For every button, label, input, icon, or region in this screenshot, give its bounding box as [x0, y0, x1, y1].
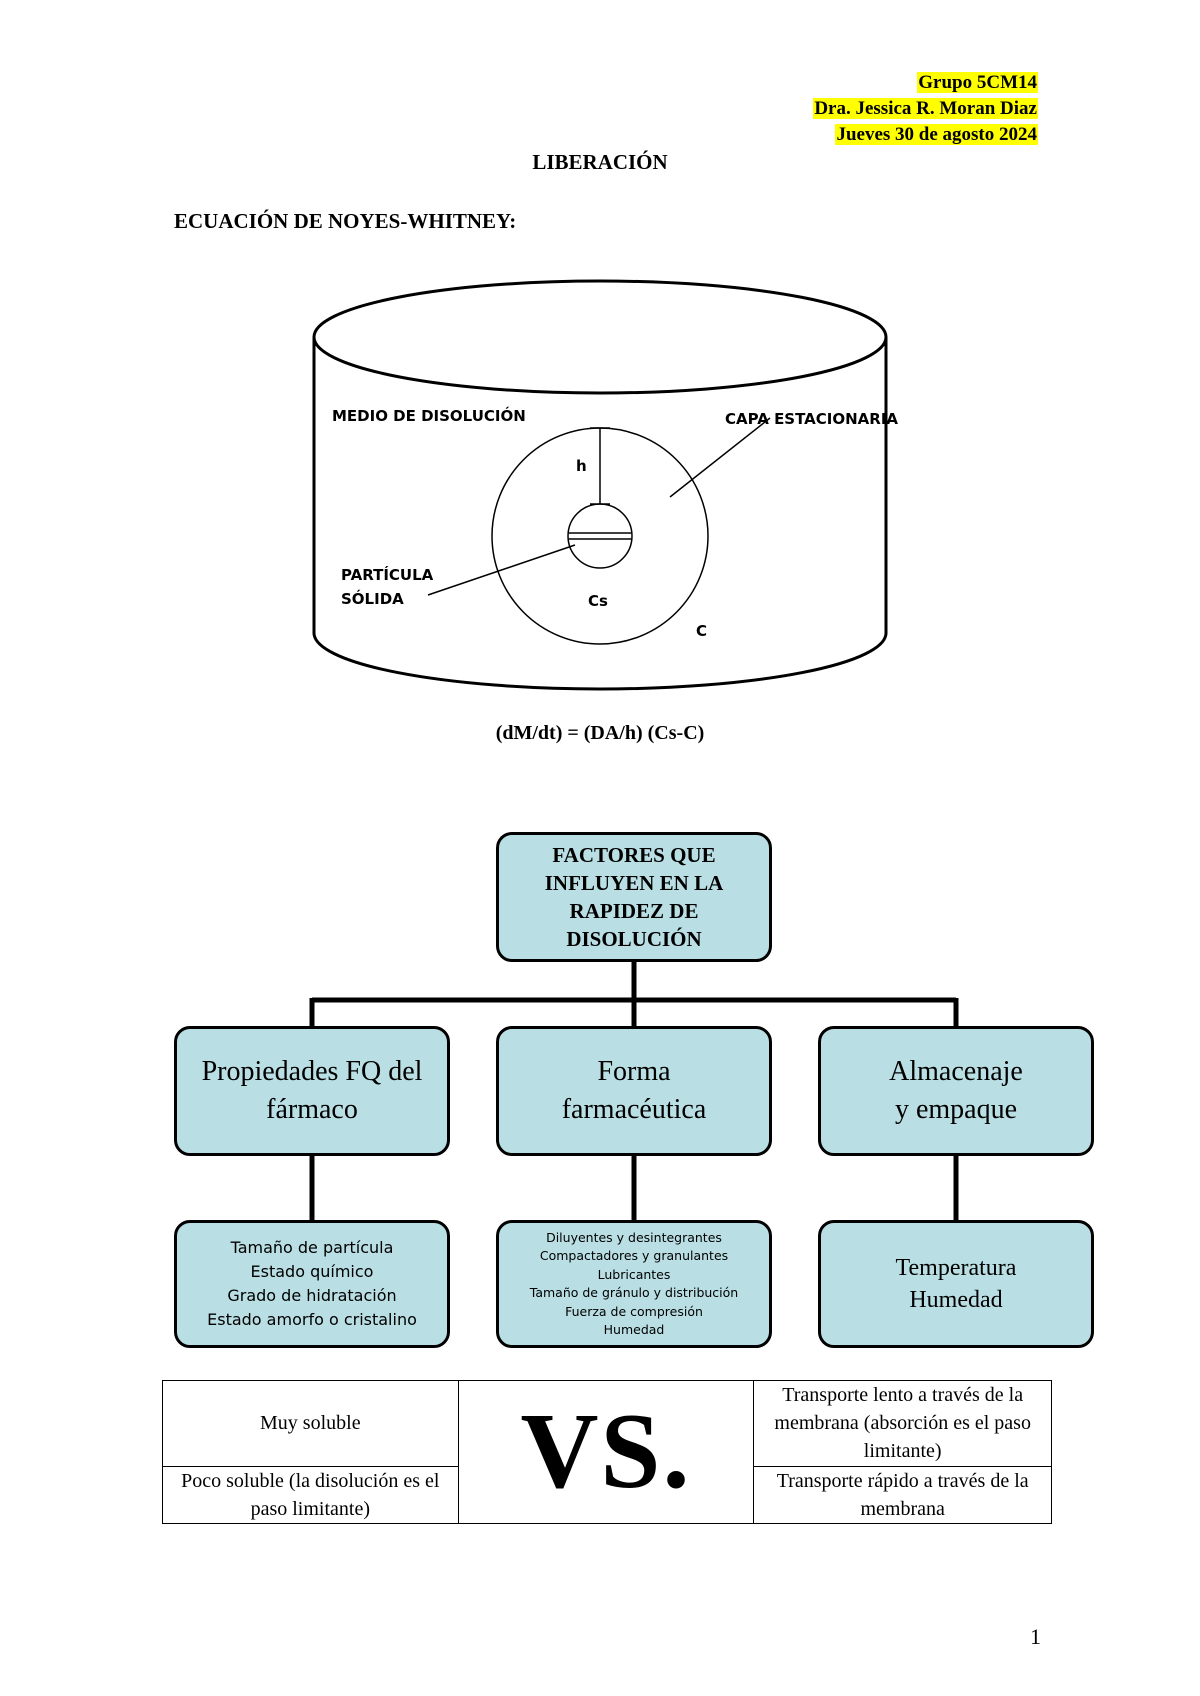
category-text-line: Almacenaje	[889, 1056, 1023, 1087]
cs-label: Cs	[588, 592, 608, 610]
cell-fast-transport: Transporte rápido a través de la membran…	[753, 1465, 1052, 1525]
leaf-text-line: Fuerza de compresión	[565, 1303, 703, 1319]
leaf-text-line: Compactadores y granulantes	[539, 1248, 729, 1263]
leaf-text-line: Estado amorfo o cristalino	[207, 1310, 417, 1329]
header-date: Jueves 30 de agosto 2024	[835, 124, 1038, 145]
leaf-text-line: Diluyentes y desintegrantes	[546, 1229, 722, 1245]
root-box-factors: FACTORES QUE INFLUYEN EN LA RAPIDEZ DE D…	[496, 832, 772, 962]
leaf-text-line: Lubricantes	[597, 1266, 671, 1282]
cell-slow-transport: Transporte lento a través de la membrana…	[753, 1380, 1052, 1467]
vessel-top	[312, 279, 888, 395]
category-text-line: y empaque	[894, 1094, 1018, 1125]
h-label: h	[576, 457, 587, 475]
leaf-box-drug-properties: Tamaño de partícula Estado químico Grado…	[174, 1220, 450, 1348]
dissolution-vessel-diagram: MEDIO DE DISOLUCIÓN CAPA ESTACIONARIA h …	[312, 279, 898, 691]
document-header: Grupo 5CM14 Dra. Jessica R. Moran Diaz J…	[813, 70, 1038, 148]
leaf-text-line: Humedad	[909, 1287, 1003, 1313]
stationary-layer-label: CAPA ESTACIONARIA	[725, 410, 898, 428]
leaf-box-dosage-form: Diluyentes y desintegrantes Compactadore…	[496, 1220, 772, 1348]
leaf-box-storage: Temperatura Humedad	[818, 1220, 1094, 1348]
cell-very-soluble: Muy soluble	[162, 1380, 459, 1467]
category-text-line: Propiedades FQ del	[201, 1056, 423, 1087]
header-group: Grupo 5CM14	[917, 72, 1038, 93]
cell-vs: VS.	[457, 1380, 755, 1524]
category-text-line: Forma	[597, 1056, 671, 1087]
root-text-line: INFLUYEN EN LA	[544, 871, 724, 895]
particle-pointer	[427, 544, 576, 596]
stationary-layer-pointer	[669, 417, 771, 498]
noyes-whitney-equation: (dM/dt) = (DA/h) (Cs-C)	[495, 722, 705, 744]
solubility-comparison-table: Muy soluble VS. Transporte lento a travé…	[162, 1380, 1052, 1525]
page-title: LIBERACIÓN	[532, 150, 668, 174]
page-number: 1	[1030, 1624, 1041, 1649]
root-text-line: RAPIDEZ DE	[569, 899, 699, 923]
leaf-text-line: Tamaño de gránulo y distribución	[529, 1285, 739, 1300]
particle-label-line1: PARTÍCULA	[341, 565, 434, 584]
vessel-wall	[312, 337, 888, 691]
leaf-text-line: Grado de hidratación	[227, 1286, 397, 1305]
category-text-line: fármaco	[266, 1094, 358, 1125]
cell-poorly-soluble: Poco soluble (la disolución es el paso l…	[162, 1465, 459, 1525]
root-text-line: DISOLUCIÓN	[566, 927, 702, 951]
leaf-text-line: Temperatura	[895, 1255, 1017, 1281]
category-box-dosage-form: Forma farmacéutica	[496, 1026, 772, 1156]
header-professor: Dra. Jessica R. Moran Diaz	[813, 98, 1038, 119]
root-text-line: FACTORES QUE	[552, 843, 716, 867]
c-label: C	[696, 622, 707, 640]
leaf-text-line: Estado químico	[250, 1262, 374, 1281]
section-heading: ECUACIÓN DE NOYES-WHITNEY:	[174, 209, 517, 233]
category-box-drug-properties: Propiedades FQ del fármaco	[174, 1026, 450, 1156]
category-box-storage: Almacenaje y empaque	[818, 1026, 1094, 1156]
category-text-line: farmacéutica	[561, 1094, 707, 1125]
leaf-text-line: Humedad	[603, 1322, 665, 1337]
medium-label: MEDIO DE DISOLUCIÓN	[332, 406, 526, 425]
leaf-text-line: Tamaño de partícula	[230, 1238, 394, 1257]
particle-label-line2: SÓLIDA	[341, 589, 404, 608]
